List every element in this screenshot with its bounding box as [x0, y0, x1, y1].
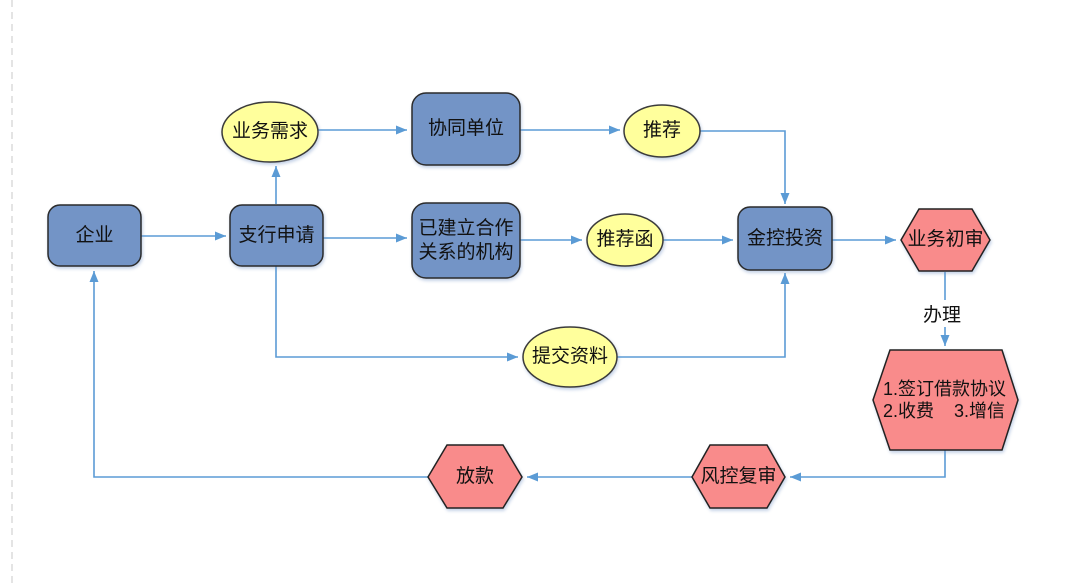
- enterprise-node-shape: [47, 204, 142, 267]
- established-partner-node-shape: [411, 202, 521, 279]
- submit-materials-node-shape: [522, 326, 618, 388]
- sign-agreement-node-shape: [872, 349, 1019, 451]
- business-demand-node-shape: [221, 101, 319, 163]
- connector-recommendation-to-jinkong: [700, 130, 790, 204]
- business-initial-review-node-shape: [900, 208, 991, 272]
- recommendation-letter-node-shape: [586, 213, 664, 267]
- jinkong-investment-node-shape: [737, 206, 833, 271]
- recommendation-node-shape: [623, 104, 701, 158]
- connector-branch-to-submit-materials: [275, 266, 518, 362]
- connector-loan-to-enterprise: [89, 271, 428, 478]
- connector-sign-agreement-to-risk-review: [790, 450, 946, 482]
- connector-submit-materials-to-jinkong: [617, 273, 790, 358]
- branch-application-node-shape: [229, 204, 324, 267]
- risk-control-review-node-shape: [691, 444, 786, 509]
- cooperating-unit-node-shape: [411, 92, 521, 166]
- loan-disbursement-node-shape: [427, 444, 523, 509]
